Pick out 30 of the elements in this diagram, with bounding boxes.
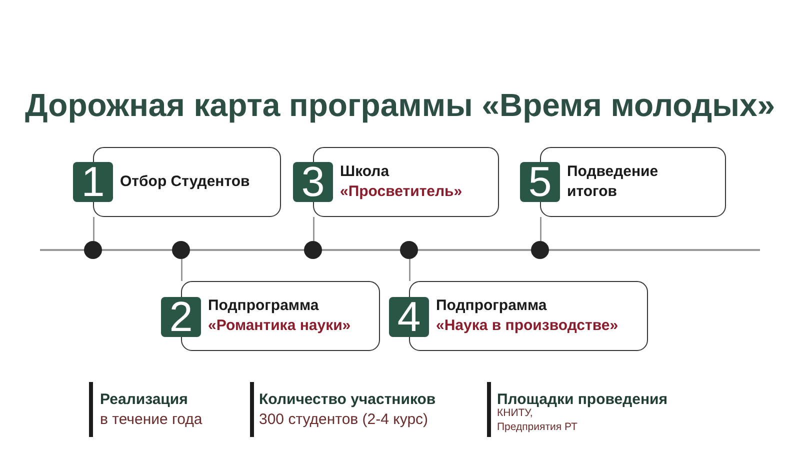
step-number: 4	[389, 297, 429, 337]
connector-line	[93, 217, 94, 241]
info-text: 300 студентов (2-4 курс)	[259, 410, 428, 430]
step-title: Подпрограмма	[208, 296, 319, 316]
info-text: КНИТУ, Предприятия РТ	[497, 407, 578, 434]
timeline-dot	[531, 241, 549, 259]
info-heading: Количество участников	[259, 390, 436, 410]
connector-line	[409, 259, 410, 281]
step-number: 5	[520, 162, 560, 202]
step-number: 1	[73, 162, 113, 202]
step-title: Подпрограмма	[436, 296, 547, 316]
timeline-dot	[400, 241, 418, 259]
step-number: 3	[293, 162, 333, 202]
info-heading: Реализация	[100, 390, 188, 410]
step-subtitle: «Просветитель»	[340, 182, 462, 202]
info-heading: Площадки проведения	[497, 390, 668, 408]
step-number: 2	[161, 297, 201, 337]
step-title: Подведение итогов	[567, 162, 660, 202]
connector-line	[181, 259, 182, 281]
step-title: Школа	[340, 162, 390, 182]
timeline-dot	[172, 241, 190, 259]
step-subtitle: «Наука в производстве»	[436, 316, 618, 336]
timeline-dot	[84, 241, 102, 259]
connector-line	[540, 217, 542, 241]
title: Дорожная карта программы «Время молодых»	[24, 86, 776, 124]
connector-line	[313, 217, 314, 241]
step-title: Отбор Студентов	[120, 172, 250, 192]
info-text: в течение года	[100, 410, 202, 430]
timeline-dot	[304, 241, 322, 259]
step-subtitle: «Романтика науки»	[208, 316, 351, 336]
